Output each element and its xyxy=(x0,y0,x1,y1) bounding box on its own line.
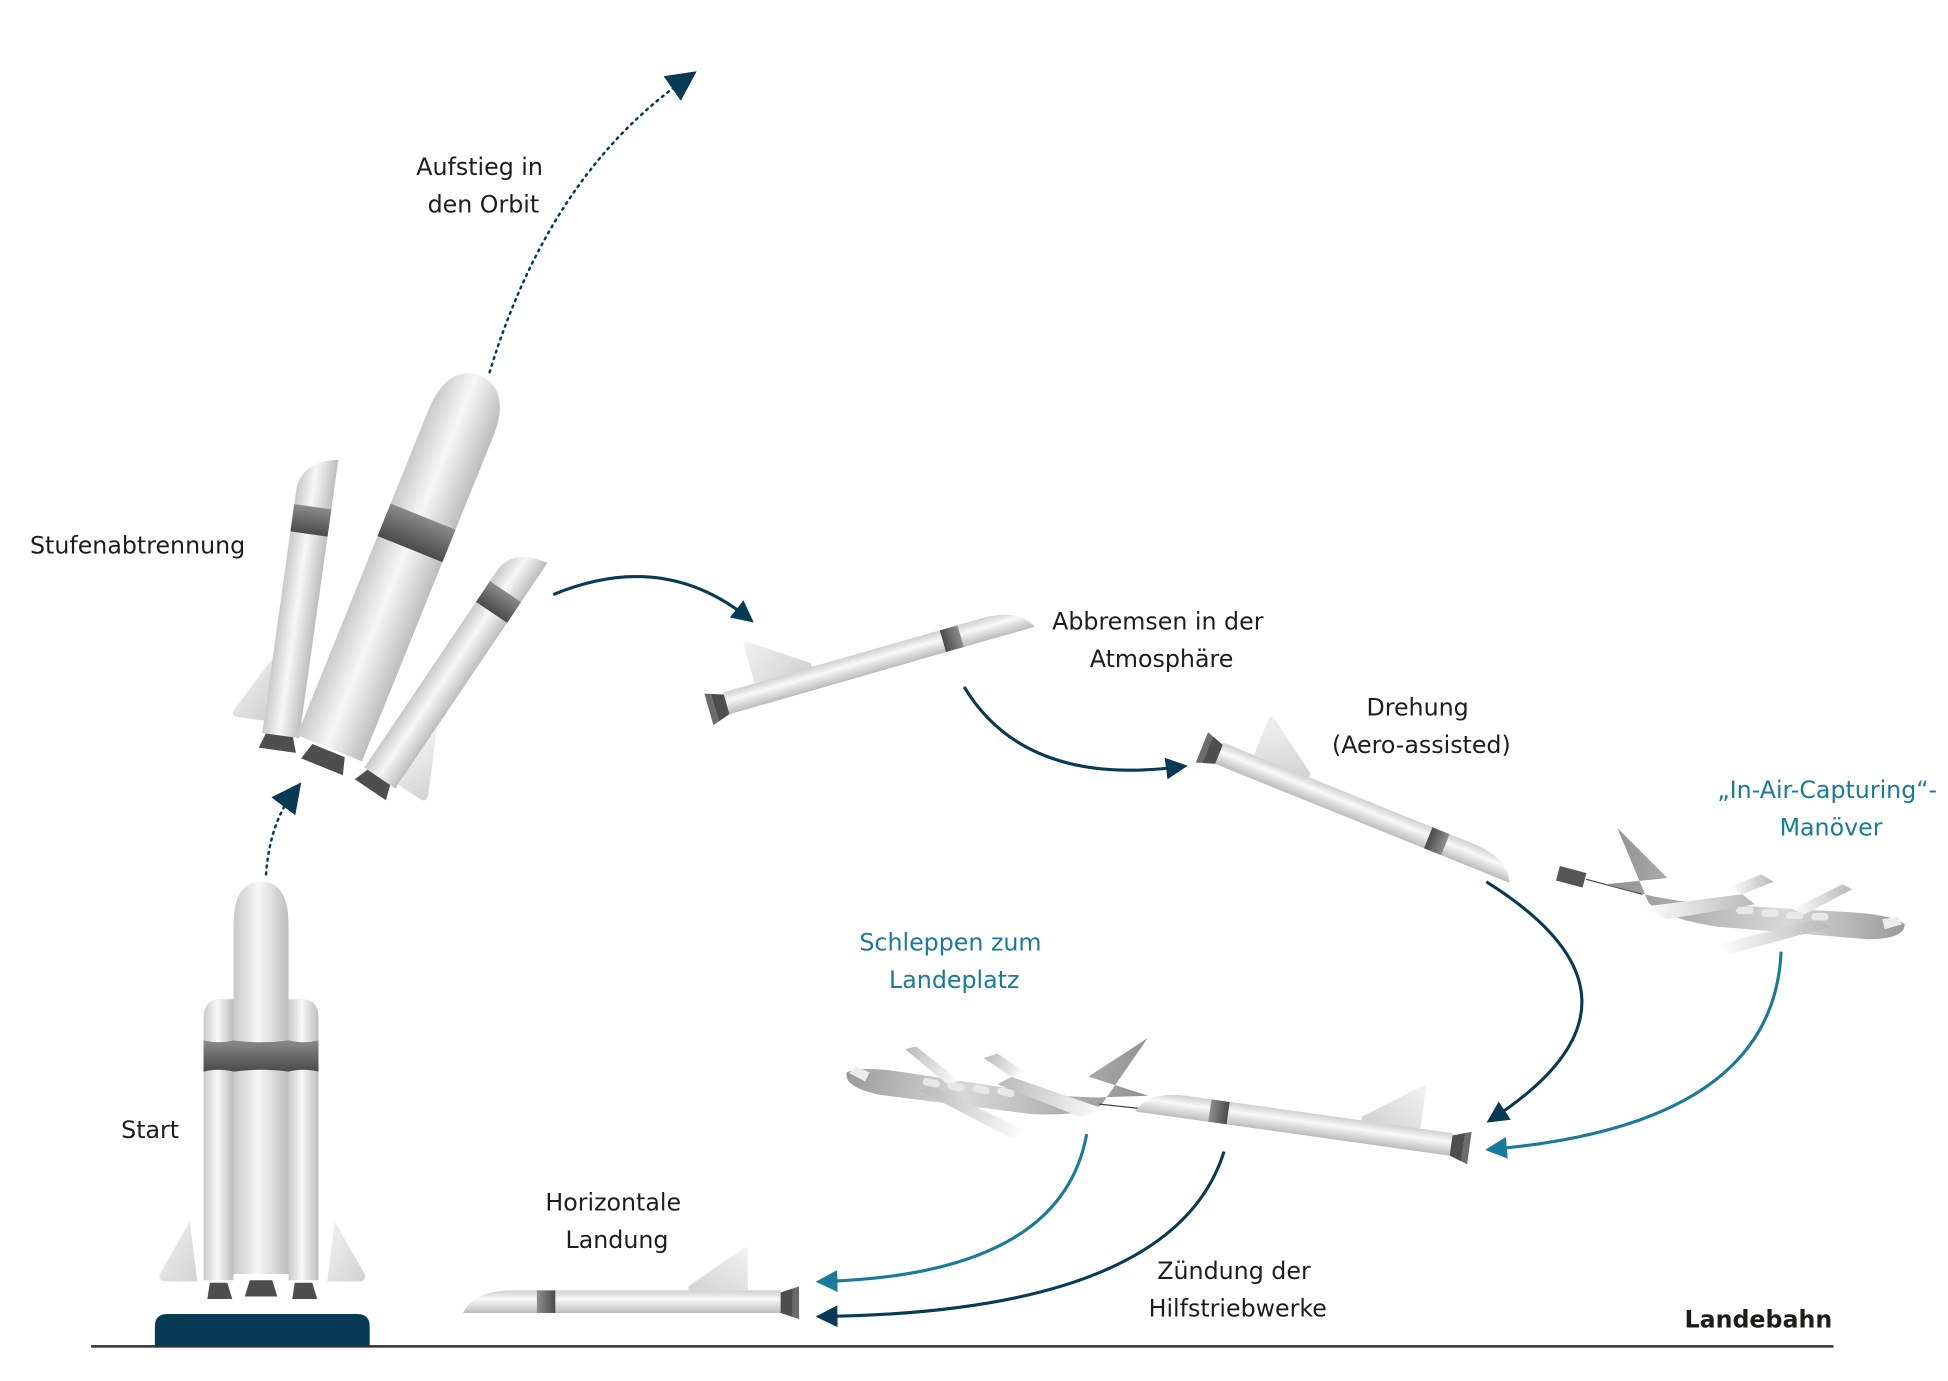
arrow-start-to-separation xyxy=(264,782,302,876)
arrow-capture-to-towing xyxy=(1485,951,1783,1159)
towed-stage-icon xyxy=(1134,1046,1478,1165)
label-braking: Abbremsen in der Atmosphäre xyxy=(1052,607,1271,672)
arrow-ascent-to-orbit xyxy=(488,71,697,374)
label-towing: Schleppen zum Landeplatz xyxy=(859,928,1049,993)
label-ignition: Zündung der Hilfstriebwerke xyxy=(1149,1257,1327,1322)
label-runway: Landebahn xyxy=(1684,1306,1832,1334)
label-landing: Horizontale Landung xyxy=(545,1188,688,1253)
capture-aircraft-icon xyxy=(1556,828,1905,955)
arrow-rotation-to-ignition xyxy=(1485,880,1584,1123)
arrow-ignition-to-landing xyxy=(815,1151,1226,1328)
launch-pad xyxy=(154,1313,370,1347)
landing-stage-icon xyxy=(463,1247,800,1320)
arrow-towing-to-landing xyxy=(815,1133,1089,1292)
label-start: Start xyxy=(121,1116,179,1144)
launcher-on-pad-icon xyxy=(159,881,366,1299)
separated-stages-icon xyxy=(232,373,548,801)
arrow-separation-to-braking xyxy=(552,574,754,623)
braking-stage-icon xyxy=(693,563,1037,726)
towing-aircraft-icon xyxy=(840,978,1160,1165)
label-capture: „In-Air-Capturing“- Manöver xyxy=(1717,776,1944,841)
rotation-stage-icon xyxy=(1195,696,1535,889)
label-separation: Stufenabtrennung xyxy=(30,531,245,559)
label-ascent: Aufstieg in den Orbit xyxy=(416,153,550,218)
label-rotation: Drehung (Aero-assisted) xyxy=(1332,694,1511,759)
arrow-braking-to-rotation xyxy=(962,686,1188,780)
